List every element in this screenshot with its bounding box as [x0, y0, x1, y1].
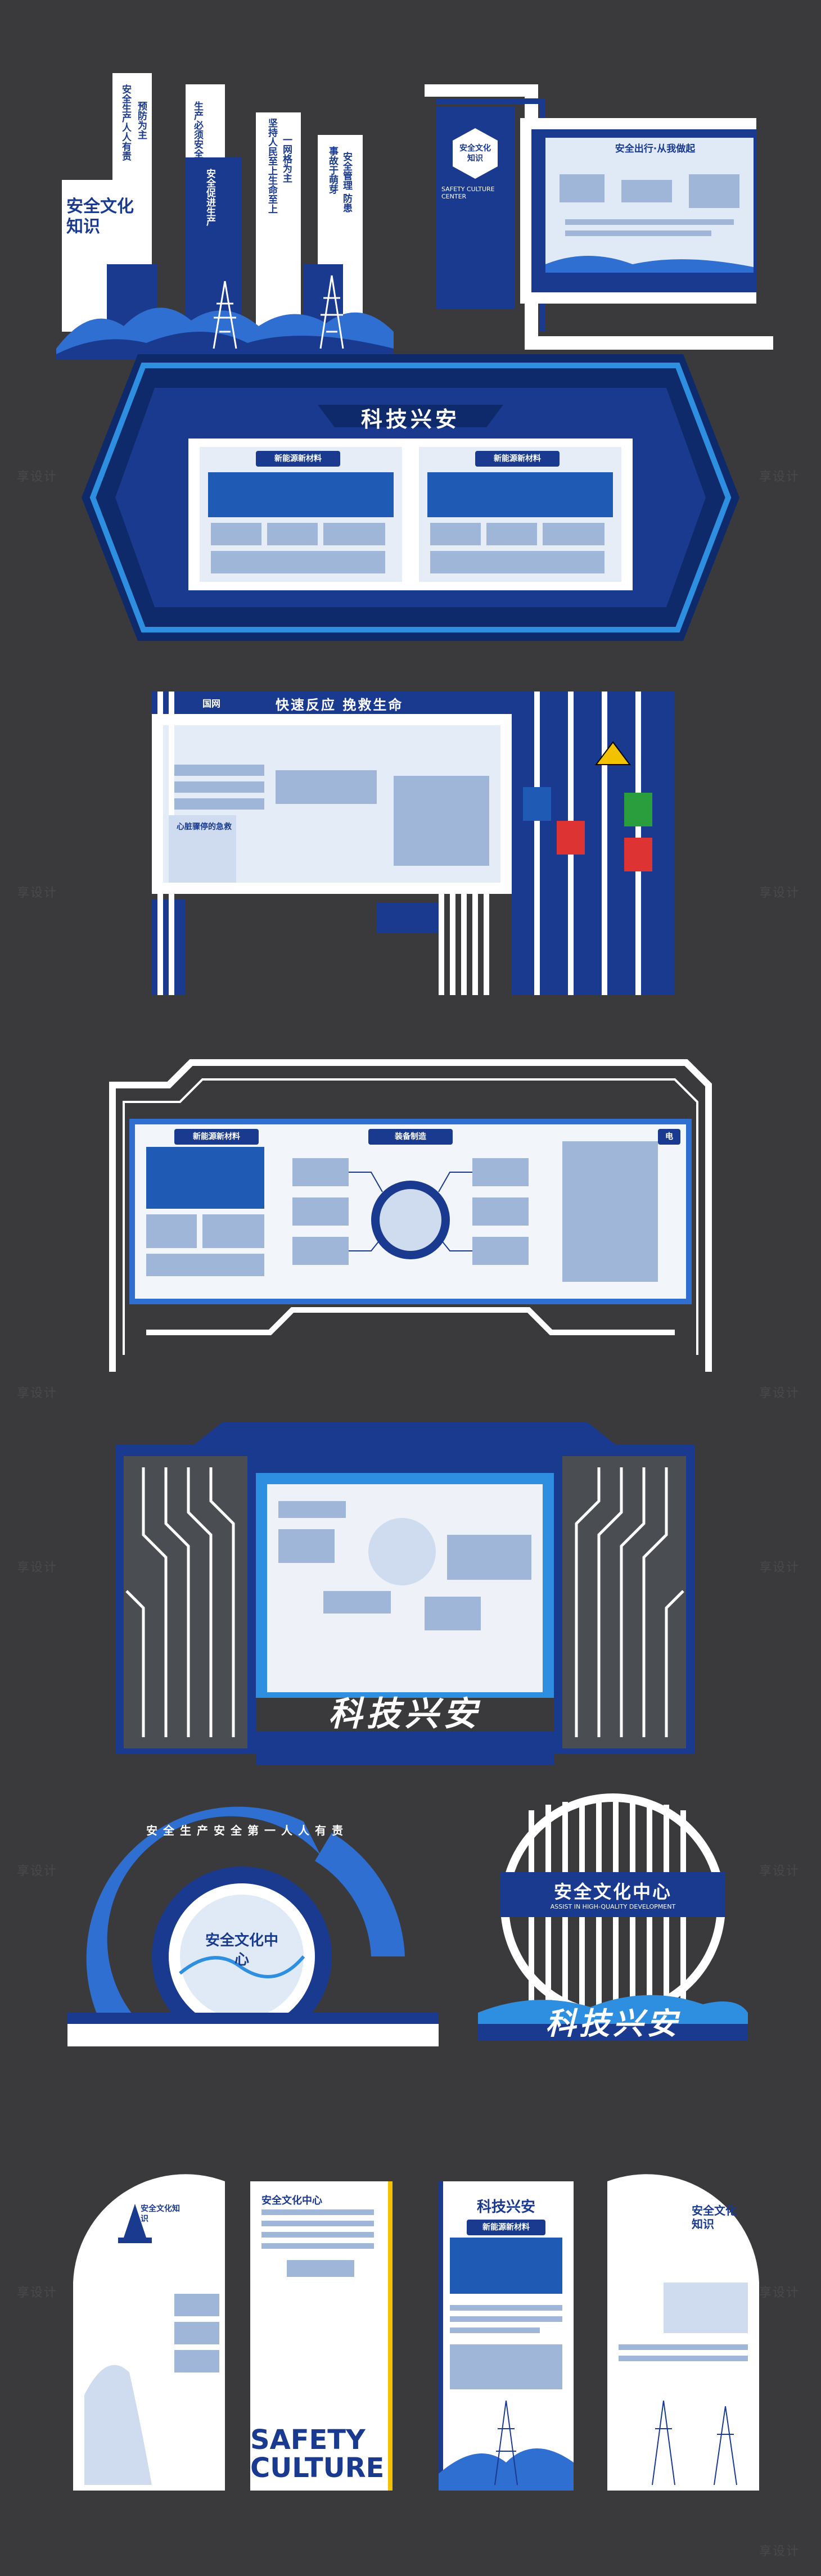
- board7-right-base: 科技兴安: [545, 2006, 680, 2041]
- slogan-4: 生产必须安全: [192, 101, 203, 159]
- board2-sub: SAFETY CULTURE CENTER: [441, 186, 495, 200]
- board5-left-title: 新能源新材料: [174, 1129, 259, 1145]
- board4-logo: 国网: [202, 698, 221, 709]
- watermark: 享设计: [759, 2286, 800, 2300]
- board8-p3-title: 科技兴安: [476, 2199, 535, 2216]
- arch-panels-graphics: [73, 2174, 759, 2491]
- watermark: 享设计: [17, 2286, 58, 2300]
- watermark: 享设计: [17, 470, 58, 484]
- board8-p2-en2: CULTURE: [250, 2452, 385, 2484]
- watermark: 享设计: [759, 470, 800, 484]
- board-arch-panels: 安全文化知识 安全文化中心 SAFETY CULTURE 科技兴安 新能源新材料…: [73, 2170, 759, 2491]
- board4-headline: 快速反应 挽救生命: [276, 697, 404, 713]
- watermark: 享设计: [759, 886, 800, 900]
- frame-graphics: [425, 84, 773, 350]
- monitor-wall-graphics: [115, 1422, 694, 1765]
- watermark: 享设计: [17, 886, 58, 900]
- board3-left-panel-title: 新能源新材料: [256, 451, 340, 467]
- board-monitor-wall: 科技兴安: [110, 1422, 700, 1765]
- board5-center-title: 装备制造: [368, 1129, 453, 1145]
- board3-right-panel-title: 新能源新材料: [475, 451, 560, 467]
- circuit-frame-graphics: [109, 1059, 712, 1372]
- watermark: 享设计: [17, 1561, 58, 1575]
- board8-p3-tag: 新能源新材料: [467, 2220, 545, 2235]
- board2-screen-title: 安全出行·从我做起: [615, 143, 696, 155]
- arc-graphics: [67, 1806, 439, 2046]
- slogan-1: 安全生产人人有责: [120, 84, 131, 161]
- slogan-7: 事故于萌芽: [327, 146, 338, 194]
- board7-arc-text: 安全生产安全第一人人有责: [146, 1824, 349, 1837]
- board-framed-screen: 安全文化知识 SAFETY CULTURE CENTER 安全出行·从我做起: [419, 84, 779, 360]
- board8-p4-title: 安全文化知识: [692, 2204, 737, 2231]
- board2-badge: 安全文化知识: [459, 144, 491, 163]
- board1-title: 安全文化知识: [66, 197, 134, 237]
- slogan-6: 一网格为主: [281, 135, 292, 183]
- watermark: 享设计: [759, 1561, 800, 1575]
- board-circuit-frame: 新能源新材料 装备制造 电: [101, 1051, 720, 1383]
- board7-right-sub: ASSIST IN HIGH-QUALITY DEVELOPMENT: [550, 1903, 676, 1910]
- watermark: 享设计: [759, 1386, 800, 1400]
- board6-title: 科技兴安: [328, 1694, 481, 1734]
- board7-center-title: 安全文化中心: [205, 1932, 278, 1968]
- board-first-aid: 国网 快速反应 挽救生命 心脏骤停的急救: [152, 692, 675, 995]
- hexagon-frame-graphics: [82, 354, 739, 641]
- watermark: 享设计: [759, 1864, 800, 1878]
- board-tech-hexagon: 科技兴安 新能源新材料 新能源新材料: [82, 354, 739, 641]
- watermark: 享设计: [17, 1386, 58, 1400]
- board3-title: 科技兴安: [360, 407, 460, 432]
- board8-p1-title: 安全文化知识: [141, 2204, 180, 2224]
- striped-circle-graphics: [478, 1793, 748, 2041]
- slogan-3: 安全促进生产: [204, 169, 215, 226]
- watermark: 享设计: [759, 2545, 800, 2559]
- board5-right-tab: 电: [658, 1129, 680, 1145]
- slogan-2: 预防为主: [136, 101, 147, 139]
- board4-sub-title: 心脏骤停的急救: [177, 822, 232, 831]
- board7-right-title: 安全文化中心: [553, 1881, 672, 1902]
- tower-graphics: [56, 73, 394, 360]
- board-slogan-towers: 安全文化知识 安全生产人人有责 预防为主 安全促进生产 生产必须安全 坚持人民至…: [56, 67, 394, 360]
- first-aid-graphics: [152, 692, 675, 995]
- board-arc-slogan: 安全生产安全第一人人有责 安全文化中心: [67, 1788, 439, 2046]
- board8-p2-en1: SAFETY: [250, 2424, 366, 2456]
- slogan-5: 坚持人民至上生命至上: [266, 118, 277, 214]
- watermark: 享设计: [17, 1864, 58, 1878]
- slogan-8: 安全管理 防患: [341, 152, 352, 213]
- board8-p2-title: 安全文化中心: [261, 2195, 322, 2207]
- board-striped-circle: 安全文化中心 ASSIST IN HIGH-QUALITY DEVELOPMEN…: [467, 1777, 759, 2046]
